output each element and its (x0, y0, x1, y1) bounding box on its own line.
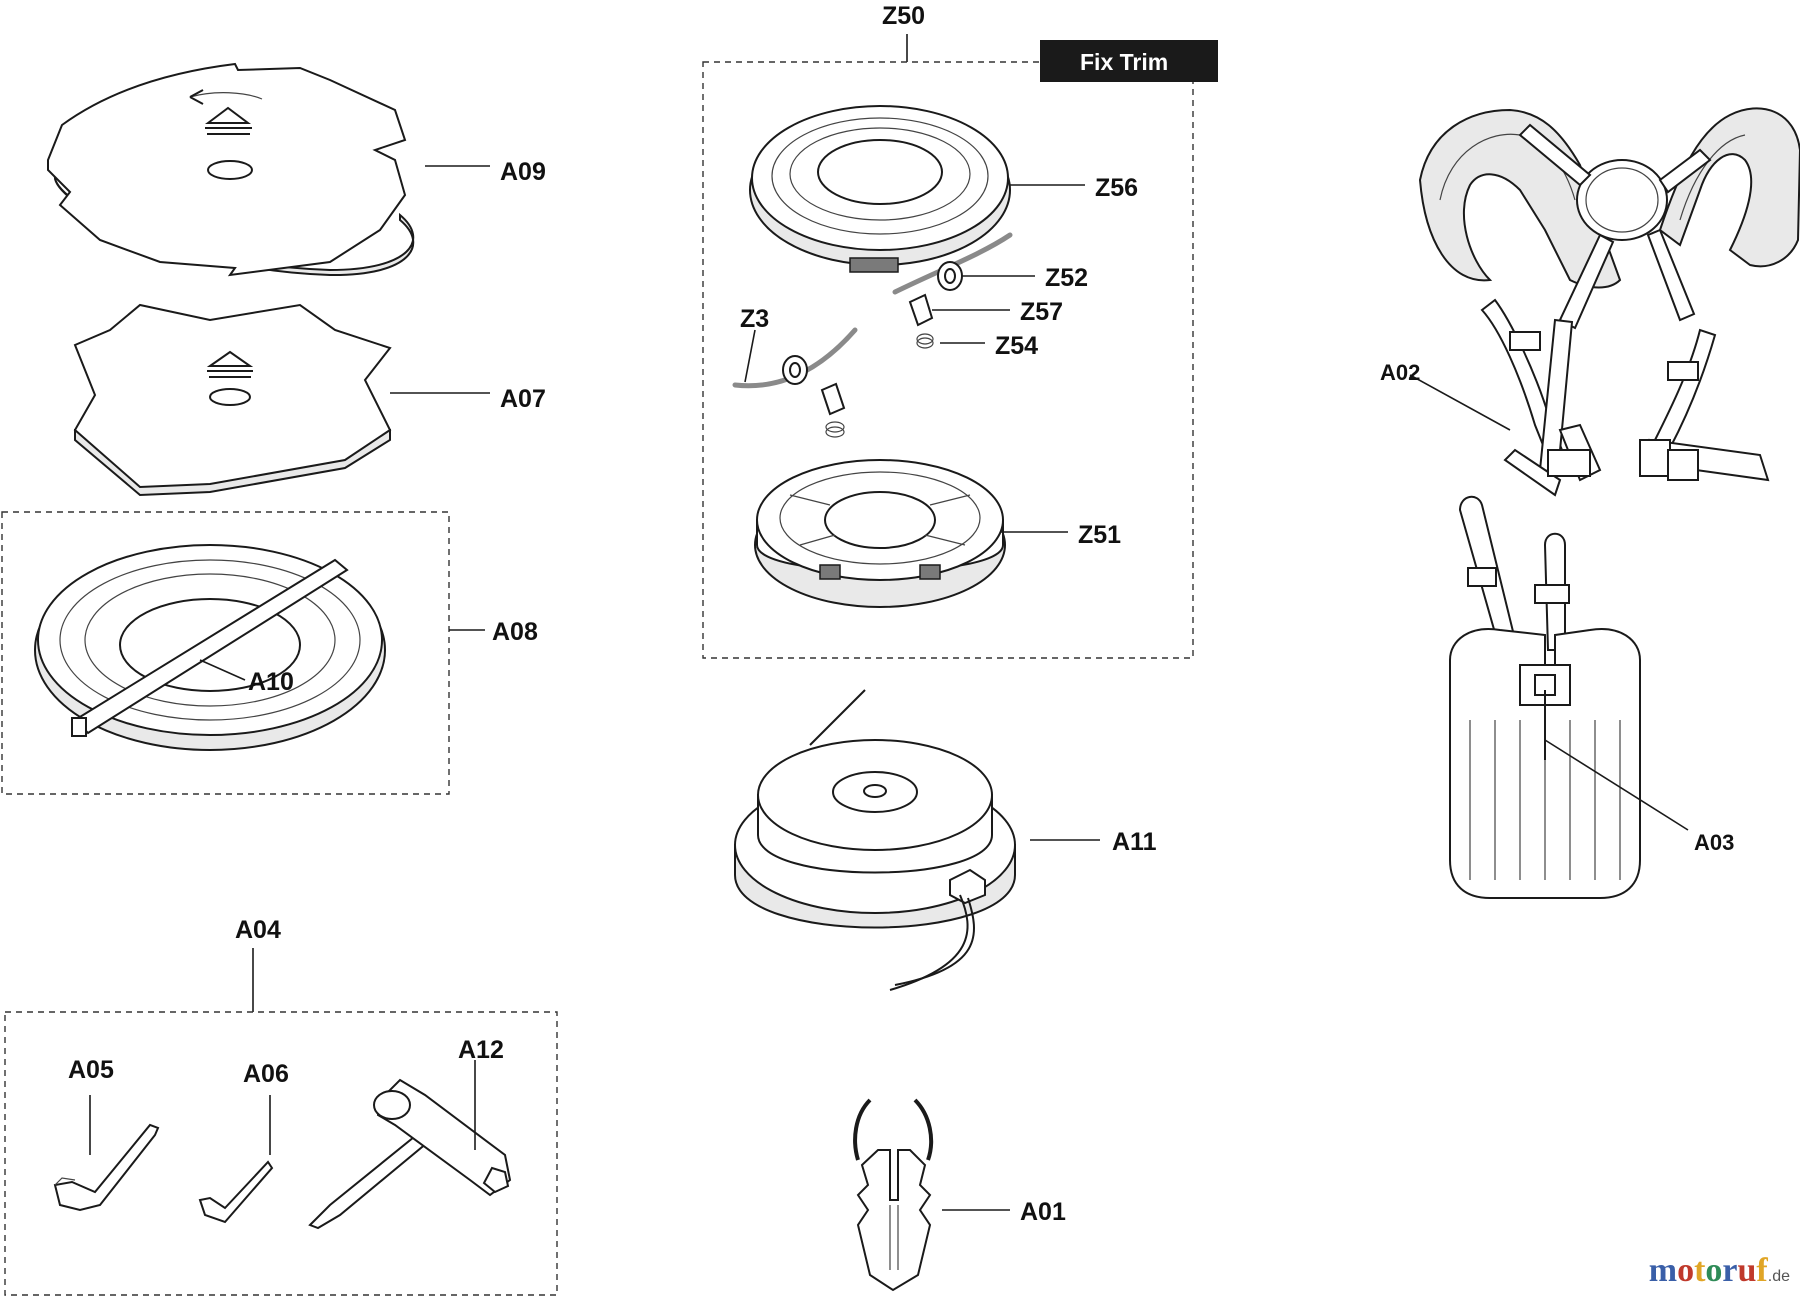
watermark-logo: motoruf.de (1649, 1252, 1790, 1290)
label-a01: A01 (1020, 1198, 1066, 1226)
label-a04: A04 (235, 916, 281, 944)
blade-a09: A09 (47, 62, 546, 277)
label-a07: A07 (500, 385, 546, 413)
label-a09: A09 (500, 158, 546, 186)
label-a11: A11 (1112, 828, 1157, 856)
harness-a02: A03 A02 (1380, 107, 1800, 899)
label-a05: A05 (68, 1056, 114, 1084)
label-z56: Z56 (1095, 174, 1138, 202)
label-z54: Z54 (995, 332, 1038, 360)
clip-a01: A01 (853, 1098, 1066, 1292)
watermark-suffix: .de (1767, 1268, 1790, 1285)
watermark-letter: m (1648, 1252, 1678, 1289)
label-a03: A03 (1694, 830, 1734, 855)
watermark-letter: o (1705, 1252, 1723, 1289)
label-a12: A12 (458, 1036, 504, 1064)
watermark-letter: f (1756, 1252, 1768, 1289)
label-z3: Z3 (740, 305, 769, 333)
guard-group-a08: A10 A08 (1, 511, 538, 795)
fix-trim-badge (1040, 40, 1218, 82)
watermark-letter: r (1722, 1252, 1738, 1289)
label-z52: Z52 (1045, 264, 1088, 292)
watermark-letter: o (1677, 1252, 1695, 1289)
watermark-letters: motoruf (1649, 1252, 1768, 1289)
watermark-letter: u (1737, 1252, 1757, 1289)
trimmer-head-a11: A11 (734, 689, 1157, 991)
blade-a07: A07 (73, 303, 546, 497)
label-a06: A06 (243, 1060, 289, 1088)
fixtrim-group-z50: Z50 Fix Trim Z56 Z52 Z57 Z54 Z3 (702, 2, 1218, 659)
label-z50: Z50 (882, 2, 925, 30)
watermark-letter: t (1694, 1252, 1706, 1289)
label-a02: A02 (1380, 360, 1420, 385)
tools-group-a04: A04 A05 A06 A12 (4, 916, 558, 1296)
label-z57: Z57 (1020, 298, 1063, 326)
label-a10: A10 (248, 668, 294, 696)
fix-trim-title: Fix Trim (1080, 49, 1168, 75)
label-z51: Z51 (1078, 521, 1121, 549)
label-a08: A08 (492, 618, 538, 646)
